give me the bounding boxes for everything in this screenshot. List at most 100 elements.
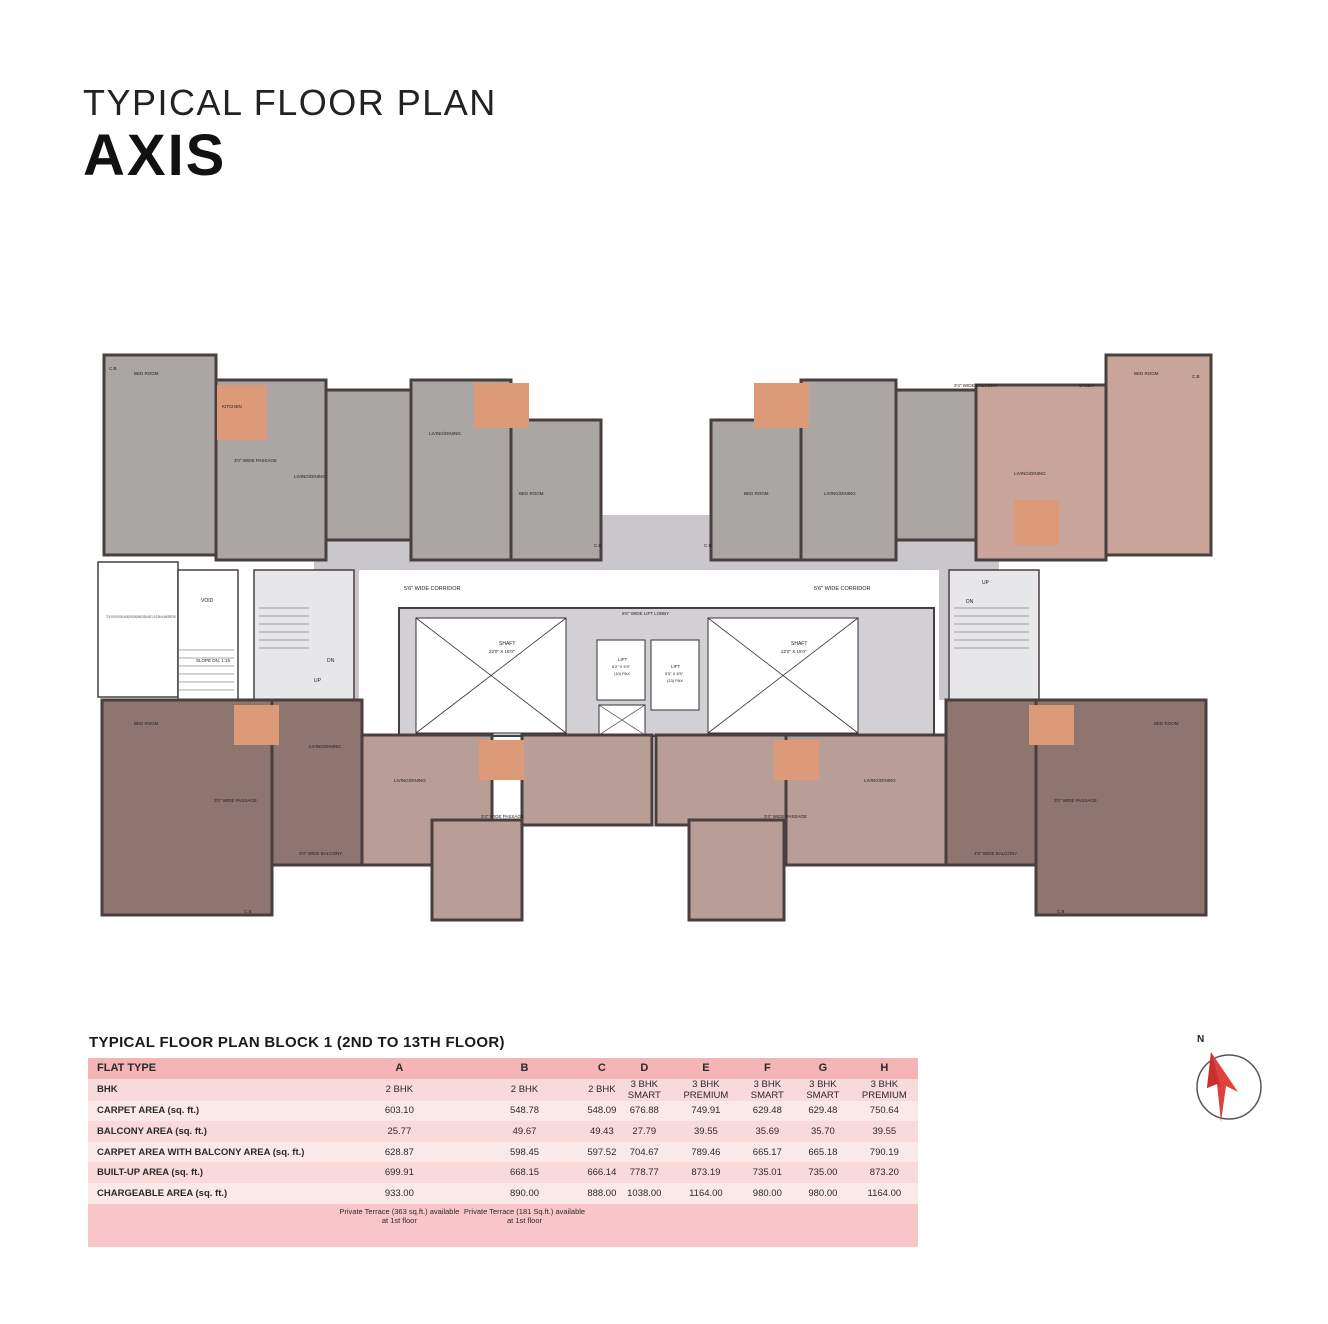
table-cell: 2 BHK	[337, 1078, 462, 1101]
table-row: CARPET AREA WITH BALCONY AREA (sq. ft.) …	[88, 1141, 918, 1163]
lift-right-size: 5'5" X 8'5"	[665, 671, 684, 676]
table-cell: 1164.00	[672, 1182, 740, 1204]
notes-label	[88, 1203, 337, 1247]
cb-label-4: C.B	[1192, 374, 1200, 379]
shaft-left-label: SHAFT	[499, 641, 515, 647]
unit-top-left-1	[102, 353, 218, 557]
note-cell	[616, 1203, 673, 1247]
table-cell: 628.87	[337, 1141, 462, 1163]
kitchen-f	[479, 740, 524, 780]
room-label-living-1: LIVING/DINING	[294, 474, 326, 479]
row-label: BUILT-UP AREA (sq. ft.)	[88, 1162, 337, 1183]
area-table: FLAT TYPE A B C D E F G H BHK 2 BHK 2 BH…	[88, 1058, 918, 1247]
col-header: G	[795, 1058, 851, 1079]
table-cell: 27.79	[616, 1121, 673, 1142]
table-cell: 629.48	[795, 1100, 851, 1122]
kitchen-b	[474, 383, 529, 428]
table-cell: 39.55	[850, 1121, 918, 1142]
unit-bottom-left-4	[430, 818, 524, 922]
room-label-passage-4: 3'4" WIDE PASSAGE	[764, 814, 807, 819]
col-header: F	[739, 1058, 796, 1079]
room-label-balcony-1: 3'4" WIDE BALCONY	[954, 383, 997, 388]
table-row: BHK 2 BHK 2 BHK 2 BHK 3 BHK SMART 3 BHK …	[88, 1078, 918, 1101]
table-cell: 888.00	[587, 1182, 617, 1204]
table-cell: 1038.00	[616, 1182, 673, 1204]
room-label-study-1: STUDY	[1079, 383, 1094, 388]
note-cell	[672, 1203, 740, 1247]
table-cell: 749.91	[672, 1100, 740, 1122]
area-table-heading: TYPICAL FLOOR PLAN BLOCK 1 (2ND TO 13TH …	[89, 1034, 505, 1051]
left-staircase	[253, 569, 355, 701]
unit-bottom-right-1	[654, 733, 788, 827]
table-cell: 668.15	[461, 1162, 588, 1183]
room-label-living-6: LIVING/DINING	[394, 778, 426, 783]
col-header: A	[337, 1058, 462, 1079]
north-compass-icon: N	[1190, 1030, 1270, 1130]
floor-plan-svg: 5'6" WIDE CORRIDOR 5'6" WIDE CORRIDOR 6'…	[97, 353, 1213, 922]
unit-top-left-5	[509, 418, 603, 562]
table-cell: 49.67	[461, 1121, 588, 1142]
lift-left-size: 6'2" X 5'9"	[612, 664, 631, 669]
room-label-living-2: LIVING/DINING	[429, 431, 461, 436]
table-cell: 699.91	[337, 1162, 462, 1183]
corridor-right-label: 5'6" WIDE CORRIDOR	[814, 586, 871, 592]
page-title-project-name: AXIS	[83, 123, 227, 188]
page-title-line-1: TYPICAL FLOOR PLAN	[83, 82, 497, 123]
col-header: B	[461, 1058, 588, 1079]
stair-up-left: UP	[314, 678, 322, 684]
room-label-living-5: LIVING/DINING	[309, 744, 341, 749]
row-label: BALCONY AREA (sq. ft.)	[88, 1121, 337, 1142]
col-header: C	[587, 1058, 617, 1079]
table-cell: 778.77	[616, 1162, 673, 1183]
room-label-passage-5: 3'0" WIDE PASSAGE	[1054, 798, 1097, 803]
table-cell: 3 BHK PREMIUM	[672, 1078, 740, 1101]
shaft-right-label: SHAFT	[791, 641, 807, 647]
row-label: BHK	[88, 1078, 337, 1101]
note-cell	[850, 1203, 918, 1247]
table-cell: 890.00	[461, 1182, 588, 1204]
compass-north-letter: N	[1197, 1034, 1204, 1045]
col-header: D	[616, 1058, 673, 1079]
note-cell	[795, 1203, 851, 1247]
room-label-kitchen-1: KITCHEN	[222, 404, 242, 409]
kitchen-e	[234, 705, 279, 745]
shaft-right-size: 22'0" X 16'0"	[781, 649, 807, 654]
kitchen-h	[1029, 705, 1074, 745]
table-cell: 1164.00	[850, 1182, 918, 1204]
ttp-note-box	[97, 561, 179, 698]
shaft-left-size: 22'0" X 16'0"	[489, 649, 515, 654]
table-row: BALCONY AREA (sq. ft.) 25.77 49.67 49.43…	[88, 1121, 918, 1142]
room-label-passage-3: 3'4" WIDE PASSAGE	[481, 814, 524, 819]
floor-plan-drawing: 5'6" WIDE CORRIDOR 5'6" WIDE CORRIDOR 6'…	[94, 350, 1216, 930]
table-cell: 548.78	[461, 1100, 588, 1122]
note-cell	[739, 1203, 796, 1247]
table-cell: 39.55	[672, 1121, 740, 1142]
row-label: CARPET AREA (sq. ft.)	[88, 1100, 337, 1122]
table-cell: 665.18	[795, 1141, 851, 1163]
table-cell: 789.46	[672, 1141, 740, 1163]
row-label: CHARGEABLE AREA (sq. ft.)	[88, 1182, 337, 1204]
table-cell: 629.48	[739, 1100, 796, 1122]
kitchen-a	[217, 385, 267, 440]
table-cell: 3 BHK SMART	[616, 1078, 673, 1101]
table-cell: 980.00	[795, 1182, 851, 1204]
room-label-living-7: LIVING/DINING	[864, 778, 896, 783]
table-cell: 735.01	[739, 1162, 796, 1183]
table-cell: 665.17	[739, 1141, 796, 1163]
table-cell: 980.00	[739, 1182, 796, 1204]
kitchen-d	[1014, 500, 1059, 545]
room-label-passage-2: 3'0" WIDE PASSAGE	[214, 798, 257, 803]
room-label-bed-5: BED ROOM	[134, 721, 159, 726]
table-cell: 35.70	[795, 1121, 851, 1142]
unit-top-right-1	[709, 418, 803, 562]
lift-lobby-label: 6'6" WIDE LIFT LOBBY	[622, 611, 669, 616]
table-cell: 3 BHK PREMIUM	[850, 1078, 918, 1101]
unit-top-right-5	[1104, 353, 1213, 557]
cb-label-3: C.B	[704, 543, 712, 548]
table-cell: 35.69	[739, 1121, 796, 1142]
cb-label-1: C.B	[109, 366, 117, 371]
table-cell: 3 BHK SMART	[795, 1078, 851, 1101]
kitchen-c	[754, 383, 809, 428]
cb-label-2: C.B	[594, 543, 602, 548]
void-area	[177, 569, 239, 701]
